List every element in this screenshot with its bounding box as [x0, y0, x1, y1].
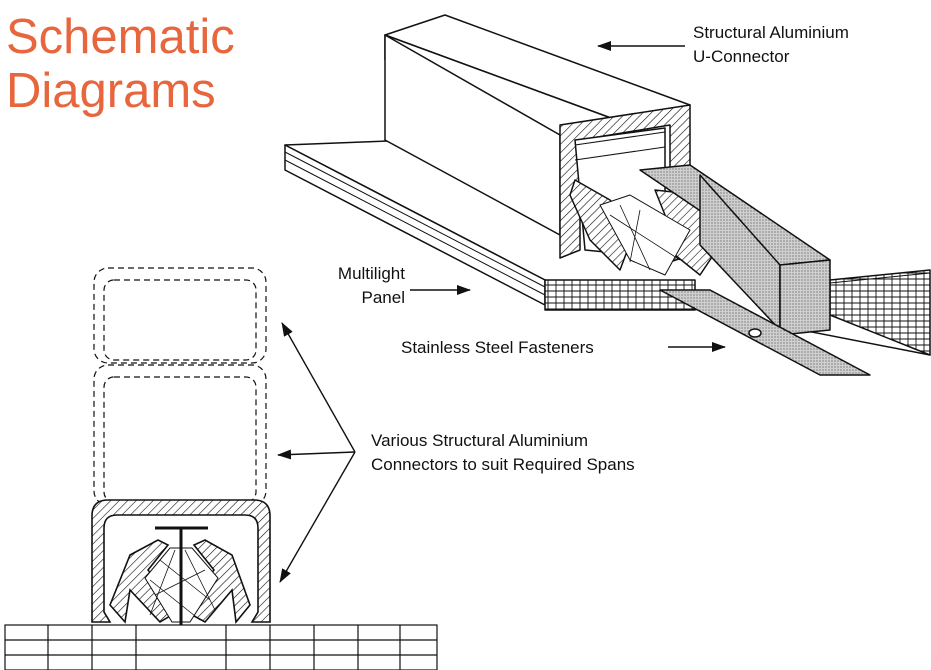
- fasteners-label: Stainless Steel Fasteners: [401, 336, 594, 360]
- various-label-line-2: Connectors to suit Required Spans: [371, 455, 635, 474]
- panel-label: Multilight Panel: [305, 262, 405, 310]
- connector-label-line-1: Structural Aluminium: [693, 23, 849, 42]
- u-connector-section: [91, 499, 271, 670]
- panel-label-line-1: Multilight: [337, 264, 405, 283]
- various-label-line-1: Various Structural Aluminium: [371, 431, 588, 450]
- fasteners-label-text: Stainless Steel Fasteners: [401, 338, 594, 357]
- cross-section: [4, 267, 438, 670]
- connector-label-line-2: U-Connector: [693, 47, 790, 66]
- various-arrow-bottom: [279, 451, 356, 583]
- isometric-assembly: [284, 14, 931, 376]
- u-connector-iso: [384, 14, 721, 276]
- leader-lines: [277, 41, 726, 583]
- panel-label-line-2: Panel: [361, 288, 405, 307]
- various-connectors-label: Various Structural Aluminium Connectors …: [371, 429, 635, 477]
- various-arrow-top: [281, 322, 356, 453]
- title-line-2: Diagrams: [6, 64, 216, 118]
- dashed-connector-options: [93, 267, 267, 506]
- multilight-panel-section: [4, 624, 438, 670]
- title-line-1: Schematic: [6, 10, 235, 64]
- various-arrow-mid: [277, 449, 356, 460]
- page-title: Schematic Diagrams: [6, 10, 235, 118]
- connector-label: Structural Aluminium U-Connector: [693, 21, 849, 69]
- steel-section-iso: [639, 164, 871, 376]
